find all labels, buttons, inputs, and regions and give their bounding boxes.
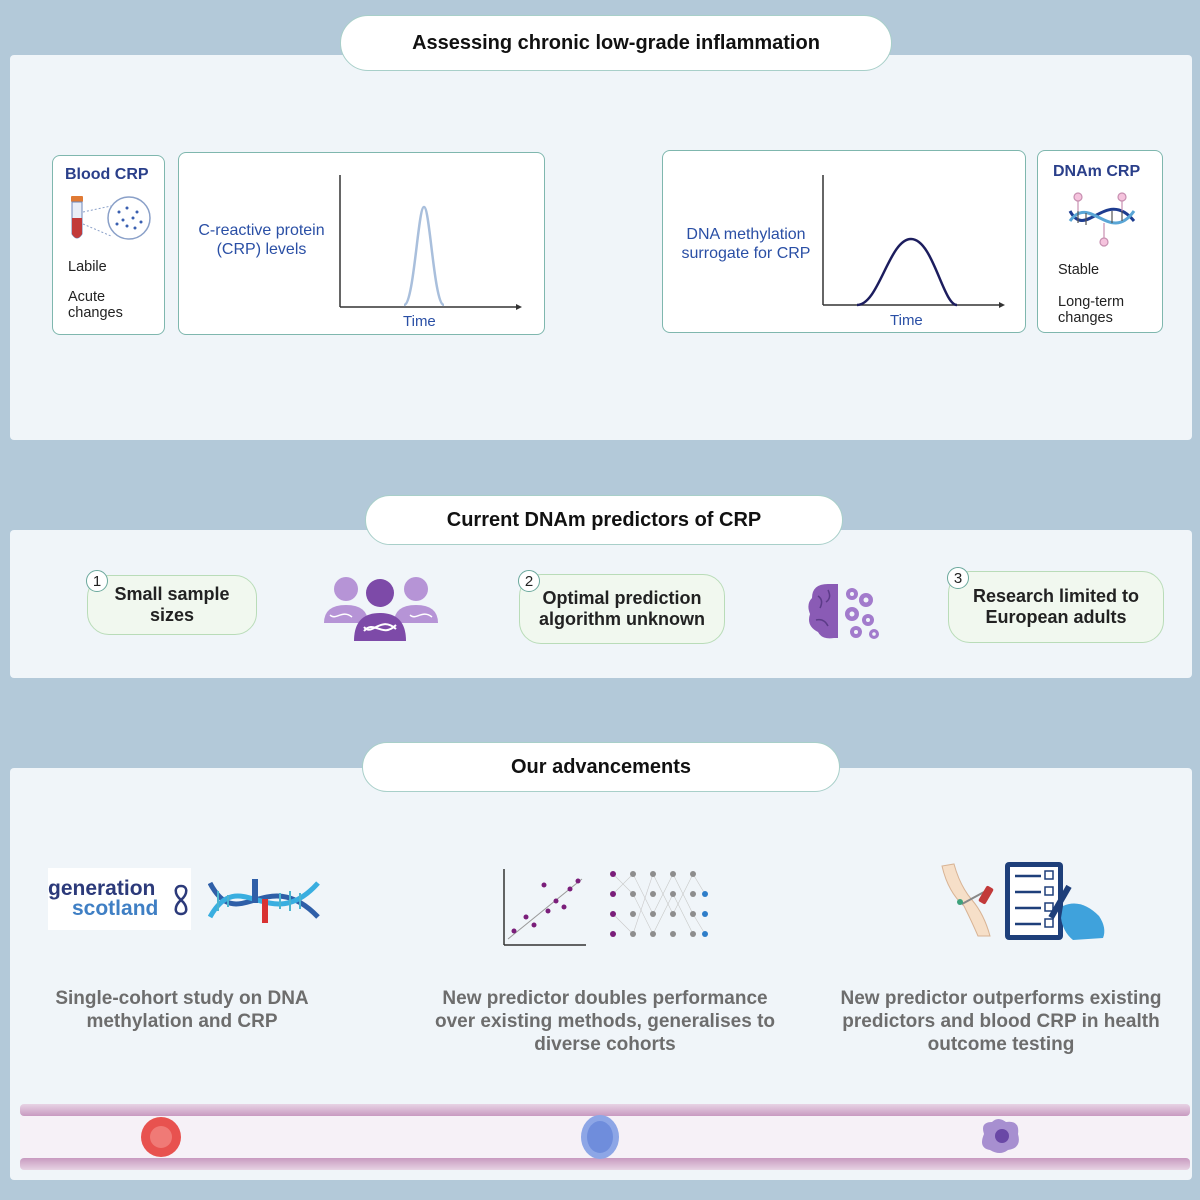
blood-crp-trait-acute: Acute changes	[68, 289, 123, 321]
blood-crp-trait-labile: Labile	[68, 259, 107, 275]
section-title-assessing: Assessing chronic low-grade inflammation	[340, 15, 892, 71]
scatter-regression-icon	[503, 869, 586, 946]
vessel-wall-top	[20, 1104, 1190, 1116]
limitation-algorithm-unknown: Optimal prediction algorithm unknown	[519, 574, 725, 644]
limitation-small-samples: Small sample sizes	[87, 575, 257, 635]
section-title-advancements: Our advancements	[362, 742, 840, 792]
limitation-number-2: 2	[518, 570, 540, 592]
limitation-european-only: Research limited to European adults	[948, 571, 1164, 643]
red-blood-cell-icon	[141, 1117, 181, 1157]
blood-crp-title: Blood CRP	[65, 166, 149, 183]
dnam-crp-trait-stable: Stable	[1058, 262, 1100, 278]
dnam-crp-trait-longterm: Long-term changes	[1058, 294, 1125, 326]
crp-spike-curve	[339, 175, 522, 310]
people-dna-icon	[324, 577, 438, 641]
clipboard-checklist-icon	[1005, 862, 1105, 940]
blood-tube-icon	[71, 196, 151, 240]
dnam-chart-ylabel: DNA methylation surrogate for CRP	[681, 226, 811, 262]
macrophage-cell-icon	[982, 1119, 1019, 1153]
dnam-broad-curve	[822, 175, 1005, 308]
crp-chart-ylabel: C-reactive protein (CRP) levels	[198, 222, 325, 258]
blood-crp-card: Blood CRP Labile Acute changes	[52, 155, 165, 335]
dnam-surrogate-chart-card: DNA methylation surrogate for CRP Time	[662, 150, 1026, 333]
dna-helix-icon	[208, 879, 320, 923]
logo-line-generation: generation	[48, 877, 156, 900]
vessel-wall-bottom	[20, 1158, 1190, 1170]
brain-gears-icon	[808, 584, 879, 639]
crp-levels-chart-card: C-reactive protein (CRP) levels Time	[178, 152, 545, 335]
crp-chart-xlabel: Time	[403, 313, 436, 330]
neural-network-icon	[610, 871, 708, 937]
white-blood-cell-icon	[581, 1115, 619, 1159]
section-title-predictors: Current DNAm predictors of CRP	[365, 495, 843, 545]
logo-line-scotland: scotland	[72, 897, 159, 920]
advancement-caption-health-outcome: New predictor outperforms existing predi…	[840, 988, 1162, 1055]
dnam-chart-xlabel: Time	[890, 312, 923, 329]
advancement-caption-single-cohort: Single-cohort study on DNA methylation a…	[55, 988, 309, 1032]
dnam-crp-card: DNAm CRP Stable Long-term changes	[1037, 150, 1163, 333]
arm-blood-draw-icon	[941, 863, 994, 937]
logo-infinity-mark	[174, 884, 188, 916]
limitation-number-1: 1	[86, 570, 108, 592]
advancement-caption-new-predictor: New predictor doubles performance over e…	[435, 988, 775, 1055]
dna-methylation-icon	[1068, 192, 1136, 247]
generation-scotland-logo: generation scotland	[48, 868, 191, 930]
dnam-crp-title: DNAm CRP	[1053, 163, 1141, 180]
limitation-number-3: 3	[947, 567, 969, 589]
